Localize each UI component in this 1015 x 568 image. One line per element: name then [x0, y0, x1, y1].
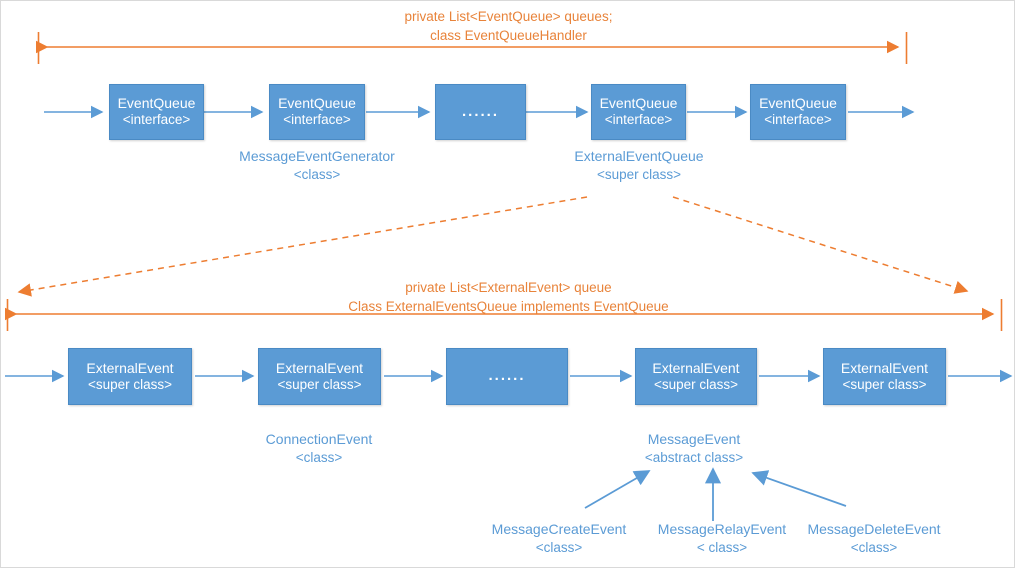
bracket-top-line2: class EventQueueHandler [430, 28, 587, 44]
node-bottom-4[interactable]: ExternalEvent <super class> [635, 348, 757, 405]
bracket-bottom-line2: Class ExternalEventsQueue implements Eve… [348, 299, 669, 315]
inheritance-arrows [584, 467, 847, 521]
caption-external-event-queue-line2: <super class> [596, 166, 682, 182]
node-bottom-2[interactable]: ExternalEvent <super class> [258, 348, 381, 405]
caption-connection-event-line2: <class> [295, 449, 343, 465]
node-top-4-line1: EventQueue [599, 95, 678, 112]
caption-external-event-queue: ExternalEventQueue <super class> [559, 147, 719, 184]
caption-connection-event-line1: ConnectionEvent [265, 431, 373, 447]
node-top-2-line2: <interface> [283, 112, 351, 128]
node-bottom-2-line2: <super class> [277, 376, 362, 392]
node-bottom-4-line2: <super class> [653, 376, 739, 392]
node-bottom-2-line1: ExternalEvent [275, 359, 364, 376]
bracket-top-label: private List<EventQueue> queues; class E… [1, 7, 1014, 45]
node-bottom-1[interactable]: ExternalEvent <super class> [68, 348, 192, 405]
node-top-1-line1: EventQueue [117, 95, 196, 112]
node-bottom-3-ellipsis[interactable]: ...... [446, 348, 568, 405]
node-top-5[interactable]: EventQueue <interface> [750, 84, 846, 140]
caption-message-delete-event-line1: MessageDeleteEvent [807, 521, 941, 537]
node-top-4-line2: <interface> [604, 112, 673, 128]
node-top-5-line2: <interface> [764, 112, 832, 128]
caption-message-event-generator-line2: <class> [293, 166, 341, 182]
bracket-bottom-label: private List<ExternalEvent> queue Class … [1, 278, 1014, 316]
caption-external-event-queue-line1: ExternalEventQueue [574, 148, 704, 164]
caption-message-create-event: MessageCreateEvent <class> [478, 520, 640, 557]
node-top-3-line1: ...... [461, 102, 499, 120]
caption-message-create-event-line1: MessageCreateEvent [491, 521, 627, 537]
node-bottom-5-line1: ExternalEvent [840, 359, 929, 376]
caption-message-relay-event: MessageRelayEvent < class> [642, 520, 802, 557]
caption-message-event: MessageEvent <abstract class> [614, 430, 774, 467]
caption-message-event-generator: MessageEventGenerator <class> [237, 147, 397, 184]
node-bottom-1-line2: <super class> [87, 376, 173, 392]
node-top-1[interactable]: EventQueue <interface> [109, 84, 204, 140]
caption-connection-event: ConnectionEvent <class> [239, 430, 399, 467]
node-top-1-line2: <interface> [122, 112, 191, 128]
node-top-2[interactable]: EventQueue <interface> [269, 84, 365, 140]
caption-message-relay-event-line2: < class> [696, 539, 748, 555]
caption-message-event-line1: MessageEvent [647, 431, 741, 447]
node-top-4[interactable]: EventQueue <interface> [591, 84, 686, 140]
bracket-bottom-line1: private List<ExternalEvent> queue [405, 280, 612, 295]
caption-message-event-generator-line1: MessageEventGenerator [239, 148, 395, 164]
caption-message-delete-event: MessageDeleteEvent <class> [793, 520, 955, 557]
caption-message-event-line2: <abstract class> [644, 449, 744, 465]
node-bottom-3-line1: ...... [488, 367, 526, 385]
node-bottom-1-line1: ExternalEvent [86, 359, 174, 376]
node-top-5-line1: EventQueue [759, 95, 837, 112]
node-top-2-line1: EventQueue [278, 95, 356, 112]
caption-message-relay-event-line1: MessageRelayEvent [657, 521, 787, 537]
caption-message-delete-event-line2: <class> [850, 539, 898, 555]
caption-message-create-event-line2: <class> [535, 539, 583, 555]
node-top-3-ellipsis[interactable]: ...... [435, 84, 526, 140]
node-bottom-5-line2: <super class> [842, 376, 927, 392]
bracket-top-line1: private List<EventQueue> queues; [404, 9, 613, 24]
node-bottom-5[interactable]: ExternalEvent <super class> [823, 348, 946, 405]
node-bottom-4-line1: ExternalEvent [652, 359, 740, 376]
